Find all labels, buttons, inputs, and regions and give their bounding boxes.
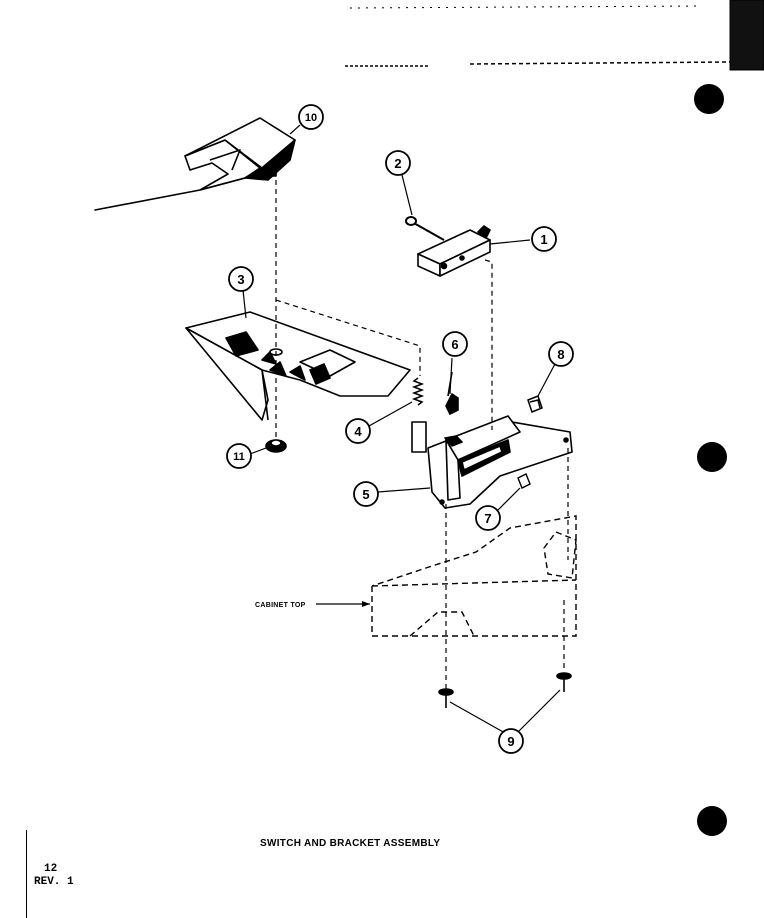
screws-part-9: [438, 672, 572, 708]
assembly-guide-lines: [275, 180, 569, 690]
callout-5: 5: [353, 481, 379, 507]
svg-text:5: 5: [362, 487, 369, 502]
grommet-part-11: [265, 439, 287, 453]
callout-4: 4: [345, 418, 371, 444]
callout-10: 10: [298, 104, 324, 130]
spring-part-4: [411, 377, 425, 406]
callout-2: 2: [385, 150, 411, 176]
diagram-caption: SWITCH AND BRACKET ASSEMBLY: [260, 838, 441, 849]
binder-hole-middle: [697, 442, 727, 472]
switch-part-1: [417, 225, 491, 277]
callout-6: 6: [442, 331, 468, 357]
scan-artifacts: [345, 0, 764, 71]
svg-text:4: 4: [354, 424, 362, 439]
callout-3: 3: [228, 266, 254, 292]
page-number: 12: [44, 863, 58, 875]
callout-8: 8: [548, 341, 574, 367]
callout-11: 11: [226, 443, 252, 469]
lever-bracket-part-3: [185, 311, 411, 421]
svg-text:8: 8: [557, 347, 564, 362]
switch-bracket-part-5: [411, 415, 573, 509]
svg-text:7: 7: [484, 511, 491, 526]
svg-text:2: 2: [394, 156, 401, 171]
clip-part-7: [517, 473, 531, 489]
screw-part-2: [405, 216, 445, 241]
svg-text:9: 9: [507, 734, 514, 749]
svg-text:6: 6: [451, 337, 458, 352]
callout-1: 1: [531, 226, 557, 252]
cabinet-top-outline: [371, 515, 577, 637]
clip-part-8: [527, 395, 543, 413]
callout-9: 9: [498, 728, 524, 754]
clip-part-6: [445, 371, 459, 416]
svg-text:1: 1: [540, 232, 547, 247]
revision-label: REV. 1: [34, 876, 74, 888]
binding-edge-line: [26, 830, 27, 918]
svg-text:11: 11: [233, 451, 245, 463]
lid-actuator-lever-part-10: [94, 117, 296, 211]
cabinet-top-label: CABINET TOP: [255, 602, 306, 609]
binder-hole-top: [694, 84, 724, 114]
svg-text:3: 3: [237, 272, 244, 287]
callout-7: 7: [475, 505, 501, 531]
callout-leader-lines: [242, 124, 561, 734]
binder-hole-bottom: [697, 806, 727, 836]
svg-text:10: 10: [305, 112, 317, 124]
